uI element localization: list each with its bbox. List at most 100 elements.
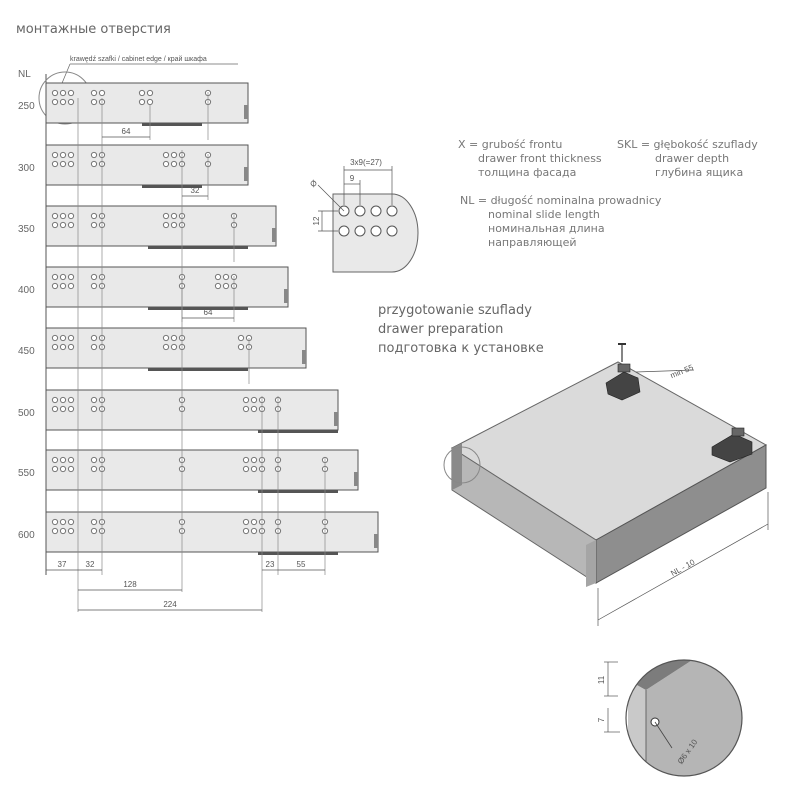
zoom-detail: 11 7 Ø6 x 10: [597, 659, 743, 777]
mounting-hole: [170, 151, 178, 159]
mounting-hole: [138, 89, 146, 97]
upper-dims: [102, 136, 234, 319]
dim-55: 55: [297, 560, 306, 569]
legend-nl-4: направляющей: [488, 236, 577, 249]
mounting-hole: [59, 405, 67, 413]
nl-label-400: 400: [18, 285, 35, 296]
drawer-corner-edge: [586, 540, 596, 587]
mounting-hole: [59, 396, 67, 404]
mounting-hole: [90, 273, 98, 281]
slide-end-tab: [374, 534, 378, 548]
mounting-hole: [222, 273, 230, 281]
dim-37: 37: [58, 560, 67, 569]
mounting-hole: [67, 334, 75, 342]
slide-bracket: [148, 368, 248, 371]
mounting-hole: [242, 527, 250, 535]
mounting-hole: [162, 160, 170, 168]
mounting-hole: [242, 396, 250, 404]
heading: монтажные отверстия: [16, 22, 171, 37]
mounting-hole: [67, 518, 75, 526]
mounting-hole: [242, 456, 250, 464]
mounting-hole: [67, 221, 75, 229]
mounting-hole: [170, 343, 178, 351]
mounting-hole: [162, 343, 170, 351]
mounting-hole: [59, 212, 67, 220]
mounting-hole: [242, 518, 250, 526]
mounting-hole: [51, 396, 59, 404]
mounting-hole: [162, 334, 170, 342]
mounting-hole: [59, 343, 67, 351]
legend-skl-3: глубина ящика: [655, 166, 743, 179]
slide-bracket: [142, 123, 202, 126]
detail-diameter: Ø: [308, 178, 319, 189]
mounting-hole: [51, 160, 59, 168]
slide-bar-250: [45, 82, 249, 124]
drawer-length-dim: NL - 10: [669, 557, 697, 578]
mounting-hole: [51, 456, 59, 464]
mounting-hole: [250, 518, 258, 526]
dim-32: 32: [191, 186, 200, 195]
mounting-hole: [162, 212, 170, 220]
prep-title-pl: przygotowanie szuflady: [378, 303, 532, 318]
mounting-hole: [59, 151, 67, 159]
mounting-hole: [67, 282, 75, 290]
detail-hole: [354, 225, 366, 237]
mounting-hole: [90, 405, 98, 413]
legend-nl-2: nominal slide length: [488, 208, 600, 221]
mounting-hole: [242, 405, 250, 413]
mounting-hole: [59, 273, 67, 281]
mounting-hole: [59, 527, 67, 535]
mounting-hole: [59, 465, 67, 473]
detail-height: 12: [312, 216, 321, 225]
bottom-dims: [46, 569, 325, 611]
mounting-hole: [51, 221, 59, 229]
dim-64a: 64: [122, 127, 131, 136]
mounting-hole: [51, 151, 59, 159]
dim-64b: 64: [204, 308, 213, 317]
mounting-hole: [237, 343, 245, 351]
mounting-hole: [90, 456, 98, 464]
legend-nl-3: номинальная длина: [488, 222, 605, 235]
mounting-hole: [250, 465, 258, 473]
mounting-hole: [222, 282, 230, 290]
mounting-hole: [138, 98, 146, 106]
mounting-hole: [90, 160, 98, 168]
mounting-hole: [67, 160, 75, 168]
mounting-hole: [90, 212, 98, 220]
mounting-hole: [214, 273, 222, 281]
mounting-hole: [51, 465, 59, 473]
slide-end-tab: [244, 105, 248, 119]
legend-x-1: X = grubość frontu: [458, 138, 562, 151]
nl-label-600: 600: [18, 530, 35, 541]
mounting-hole: [90, 518, 98, 526]
slide-end-tab: [334, 412, 338, 426]
mounting-hole: [90, 89, 98, 97]
mounting-hole: [67, 212, 75, 220]
slide-end-tab: [244, 167, 248, 181]
mounting-hole: [51, 527, 59, 535]
drawer-length-line: [597, 523, 769, 621]
mounting-hole: [90, 221, 98, 229]
slide-bar-500: [45, 389, 339, 431]
mounting-hole: [170, 160, 178, 168]
mounting-hole: [242, 465, 250, 473]
mounting-hole: [146, 98, 154, 106]
mounting-hole: [67, 465, 75, 473]
mounting-hole: [67, 527, 75, 535]
slide-bar-550: [45, 449, 359, 491]
mounting-hole: [59, 334, 67, 342]
mounting-hole: [237, 334, 245, 342]
slide-bracket: [258, 430, 338, 433]
mounting-hole: [250, 456, 258, 464]
mounting-hole: [51, 405, 59, 413]
detail-hole: [354, 205, 366, 217]
mounting-hole: [90, 151, 98, 159]
slide-end-tab: [302, 350, 306, 364]
mounting-hole: [59, 221, 67, 229]
detail-hole: [370, 225, 382, 237]
nl-label-250: 250: [18, 101, 35, 112]
detail-hole: [370, 205, 382, 217]
mounting-hole: [51, 212, 59, 220]
